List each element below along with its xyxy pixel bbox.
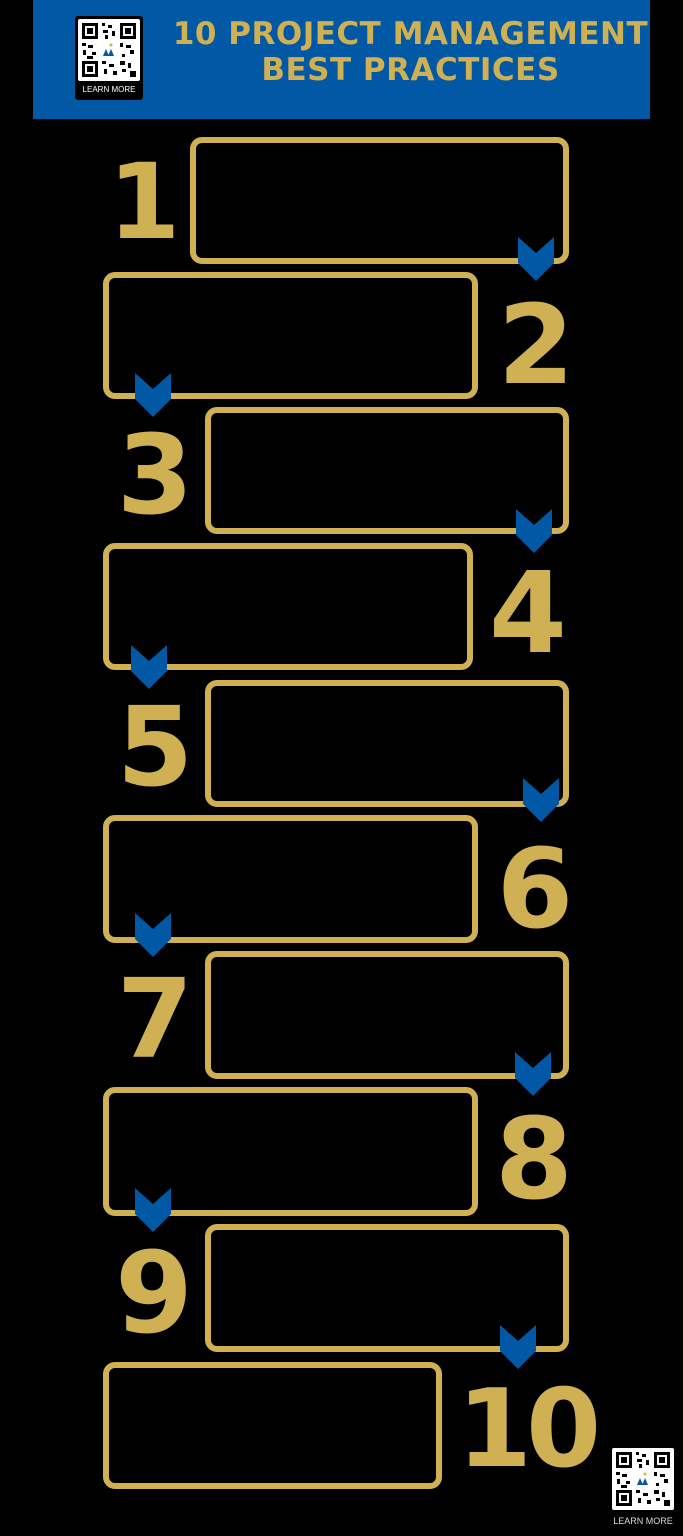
step-box-5 — [205, 680, 569, 807]
qr-code-bottom[interactable]: LEARN MORE — [610, 1446, 676, 1530]
qr-code-top[interactable]: LEARN MORE — [75, 16, 143, 100]
qr-code-icon — [612, 1448, 674, 1510]
chevron-down-icon — [515, 1052, 551, 1096]
step-number-10: 10 — [456, 1367, 601, 1492]
step-number-1: 1 — [108, 141, 181, 263]
chevron-down-icon — [516, 509, 552, 553]
step-box-10 — [103, 1362, 442, 1489]
chevron-down-icon — [135, 1188, 171, 1232]
step-box-3 — [205, 407, 569, 534]
chevron-down-icon — [500, 1325, 536, 1369]
header-banner: LEARN MORE 10 PROJECT MANAGEMENT BEST PR… — [33, 0, 650, 119]
qr-code-icon — [78, 19, 140, 81]
title-line-1: 10 PROJECT MANAGEMENT — [172, 16, 649, 52]
page-title: 10 PROJECT MANAGEMENT BEST PRACTICES — [153, 16, 668, 88]
step-box-2 — [103, 272, 478, 399]
learn-more-label: LEARN MORE — [82, 85, 136, 94]
chevron-down-icon — [135, 913, 171, 957]
step-number-4: 4 — [489, 549, 567, 679]
step-number-9: 9 — [115, 1229, 193, 1359]
step-number-5: 5 — [116, 683, 194, 811]
step-box-1 — [190, 137, 569, 264]
learn-more-label: LEARN MORE — [613, 1516, 673, 1526]
step-number-2: 2 — [497, 281, 575, 409]
step-number-7: 7 — [116, 955, 194, 1083]
step-number-3: 3 — [116, 411, 194, 539]
step-box-6 — [103, 815, 478, 943]
step-number-8: 8 — [495, 1095, 573, 1225]
step-box-7 — [205, 951, 569, 1079]
step-number-6: 6 — [496, 825, 574, 953]
chevron-down-icon — [518, 237, 554, 281]
title-line-2: BEST PRACTICES — [261, 52, 560, 88]
step-box-9 — [205, 1224, 569, 1352]
chevron-down-icon — [523, 778, 559, 822]
